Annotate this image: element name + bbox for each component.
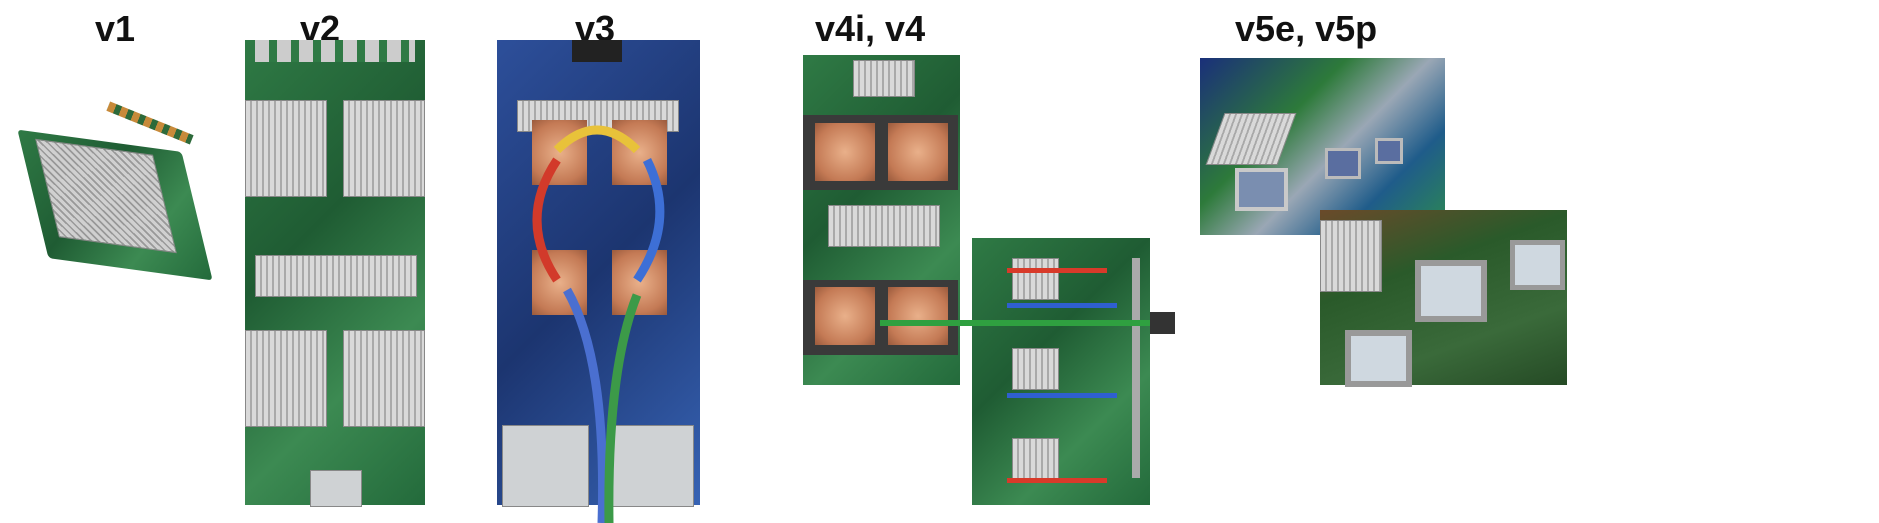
v1-board-photo bbox=[10, 101, 213, 300]
v4i-board-photo bbox=[803, 55, 960, 385]
label-v4i-v4: v4i, v4 bbox=[815, 8, 926, 49]
v3-cooling-tubes bbox=[532, 125, 665, 523]
label-v5e-v5p: v5e, v5p bbox=[1235, 8, 1378, 49]
v4-fitting bbox=[1150, 312, 1175, 334]
v3-board-photo bbox=[497, 40, 700, 523]
v4-board-photo bbox=[972, 238, 1150, 505]
v5e-photo bbox=[1200, 58, 1445, 235]
label-v1: v1 bbox=[95, 8, 136, 49]
v4-connector-tube bbox=[880, 320, 1150, 326]
v2-board-photo bbox=[245, 40, 425, 507]
v5p-photo bbox=[1320, 210, 1567, 387]
